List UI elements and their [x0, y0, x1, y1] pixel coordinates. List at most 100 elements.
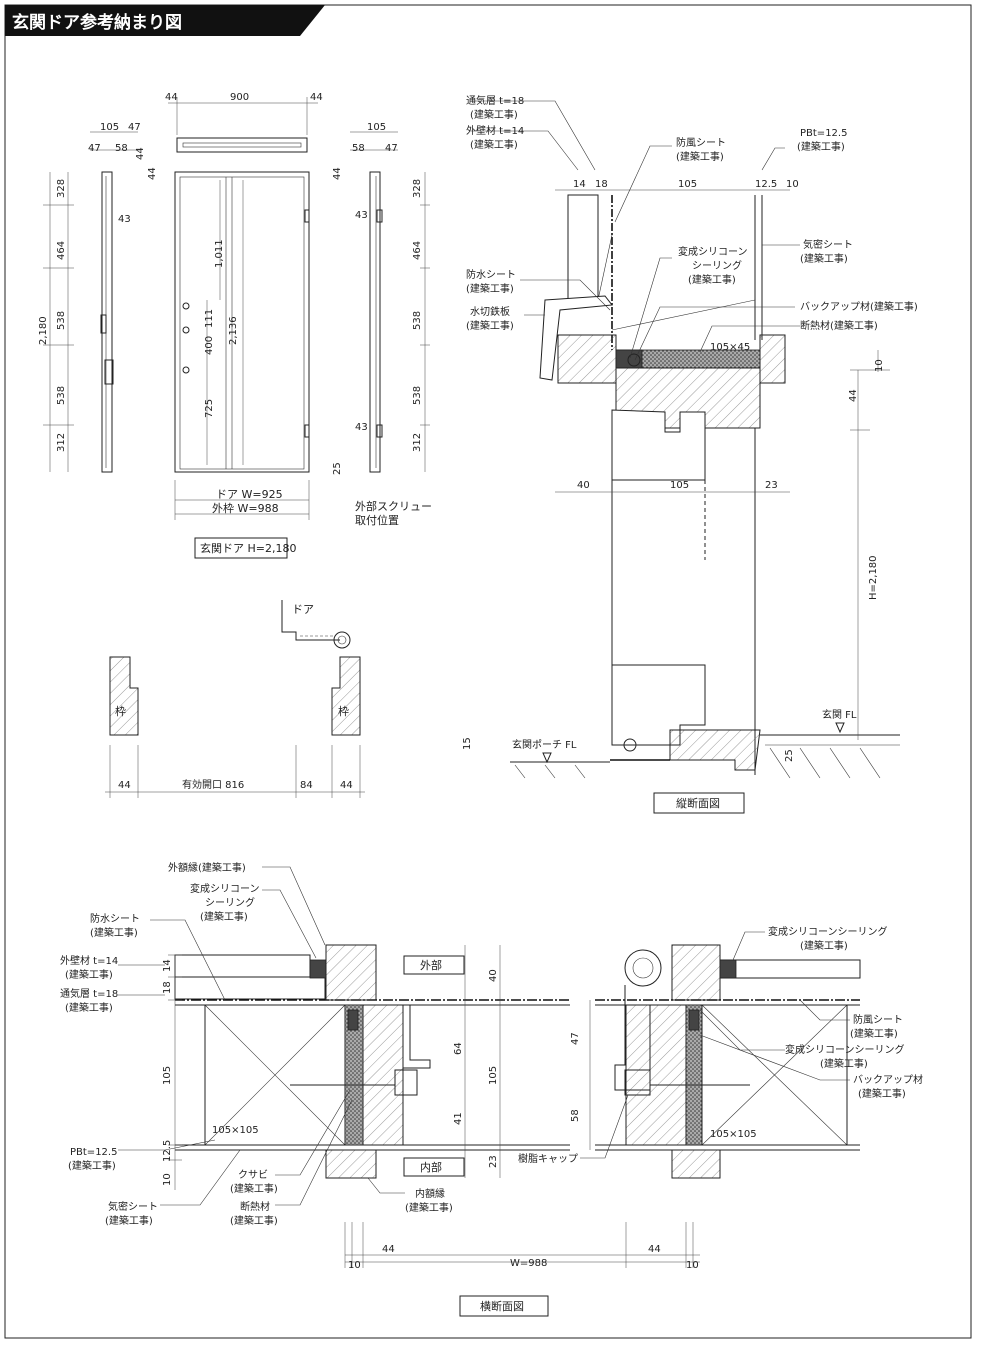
dim-text: 44 [340, 780, 353, 791]
label-sealing-right-note: (建築工事) [800, 939, 848, 952]
dim-text: 23 [488, 1155, 499, 1168]
dim-text: 328 [412, 179, 423, 198]
title-tab: 玄関ドア参考納まり図 [5, 5, 325, 36]
header-beam [557, 334, 617, 384]
label-ext-wall: 外壁材 t=14 [60, 954, 118, 967]
dim-text: 725 [204, 399, 215, 418]
exterior-label: 外部 [420, 958, 442, 972]
handle-icon [182, 326, 190, 334]
dim-text: 58 [352, 143, 365, 154]
label-pb: PBt=12.5 [800, 128, 847, 139]
right-side-section [369, 171, 381, 473]
door-leaf [281, 600, 340, 641]
dim-text: 105 [367, 122, 386, 133]
dim-text: 1,011 [214, 239, 225, 268]
label-airsheet: 気密シート [108, 1200, 158, 1213]
dim-text: 44 [135, 147, 146, 160]
dim-text: 14 [162, 959, 173, 972]
flashing-plate [539, 295, 613, 381]
dim-text: 43 [355, 210, 368, 221]
label-sealing-right2-note: (建築工事) [820, 1057, 868, 1070]
frame-jamb [362, 1004, 404, 1146]
dim-text: 10 [786, 179, 799, 190]
dim-text: 15 [462, 737, 473, 750]
dim-text: 44 [147, 167, 158, 180]
dim-text: 25 [784, 749, 795, 762]
dim-text: 12.5 [755, 179, 777, 190]
label-pb: PBt=12.5 [70, 1147, 117, 1158]
dim-text: 43 [355, 422, 368, 433]
door-front-view [174, 171, 310, 473]
backup-material-icon [627, 353, 641, 367]
dim-text: 900 [230, 92, 249, 103]
title-text: 玄関ドア参考納まり図 [12, 12, 182, 33]
dim-text: 105 [100, 122, 119, 133]
dim-text: 105 [488, 1066, 499, 1085]
dim-text: 有効開口 816 [182, 778, 244, 791]
interior-box [403, 1157, 465, 1177]
dim-text: 47 [128, 122, 141, 133]
label-ext-wall: 外壁材 t=14 [466, 124, 524, 137]
label-vent-note: (建築工事) [65, 1001, 113, 1014]
sheet-border [4, 4, 972, 1339]
dim-text: 47 [385, 143, 398, 154]
dim-text: 84 [300, 780, 313, 791]
dim-text: 40 [488, 969, 499, 982]
vertical-caption: 縦断面図 [676, 796, 720, 810]
dim-text: 328 [56, 179, 67, 198]
height-label: H=2,180 [868, 555, 879, 600]
dim-text: 44 [382, 1244, 395, 1255]
dim-text: 464 [412, 241, 423, 260]
label-windsheet: 防風シート [676, 136, 726, 149]
label-flashing-note: (建築工事) [466, 319, 514, 332]
frame-label: 枠 [338, 704, 349, 718]
vertical-caption-box [653, 792, 745, 814]
label-resin-cap: 樹脂キャップ [518, 1152, 578, 1165]
label-airsheet: 気密シート [803, 238, 853, 251]
label-windsheet-right-note: (建築工事) [850, 1027, 898, 1040]
fl-label: 玄関 FL [822, 708, 857, 721]
label-sealing: 変成シリコーン [678, 245, 748, 258]
label-waterproof-note: (建築工事) [466, 282, 514, 295]
label-waterproof: 防水シート [466, 268, 516, 281]
lock-icon [182, 302, 190, 310]
label-sealing-note: (建築工事) [200, 910, 248, 923]
label-sealing-line2: シーリング [205, 896, 255, 909]
label-insulation: 断熱材(建築工事) [800, 319, 878, 332]
label-sealing-right: 変成シリコーンシーリング [768, 925, 888, 938]
elevation-caption: 玄関ドア H=2,180 [200, 541, 296, 555]
dim-text: 2,180 [38, 316, 49, 345]
label-waterproof-note: (建築工事) [90, 926, 138, 939]
resin-cap [624, 1069, 651, 1096]
dim-text: 10 [348, 1260, 361, 1271]
label-inner-casing-note: (建築工事) [405, 1201, 453, 1214]
label-windsheet-note: (建築工事) [676, 150, 724, 163]
dim-text: 105 [162, 1066, 173, 1085]
label-waterproof: 防水シート [90, 912, 140, 925]
label-ext-wall-note: (建築工事) [65, 968, 113, 981]
right-frame-section [331, 656, 361, 736]
dim-text: 464 [56, 241, 67, 260]
interior-label: 内部 [420, 1160, 442, 1174]
wood-size-label: 105×105 [212, 1125, 259, 1136]
label-vent: 通気層 t=18 [466, 94, 524, 107]
inner-casing [325, 1149, 377, 1179]
label-sealing-right2: 変成シリコーンシーリング [785, 1043, 905, 1056]
label-insulation-note: (建築工事) [230, 1214, 278, 1227]
dim-text: 58 [115, 143, 128, 154]
dim-text: 44 [310, 92, 323, 103]
dim-text: 25 [332, 462, 343, 475]
frame-width-label: 外枠 W=988 [212, 501, 279, 515]
dim-text: 111 [204, 309, 215, 328]
dim-text: 538 [56, 311, 67, 330]
left-side-section [101, 171, 113, 473]
label-sealing-line2: シーリング [692, 259, 742, 272]
label-vent-note: (建築工事) [470, 108, 518, 121]
label-wedge-note: (建築工事) [230, 1182, 278, 1195]
label-vent: 通気層 t=18 [60, 987, 118, 1000]
label-flashing: 水切鉄板 [470, 305, 510, 318]
left-frame-section [109, 656, 139, 736]
screw-note: 外部スクリュー [355, 499, 432, 513]
label-airsheet-note: (建築工事) [800, 252, 848, 265]
